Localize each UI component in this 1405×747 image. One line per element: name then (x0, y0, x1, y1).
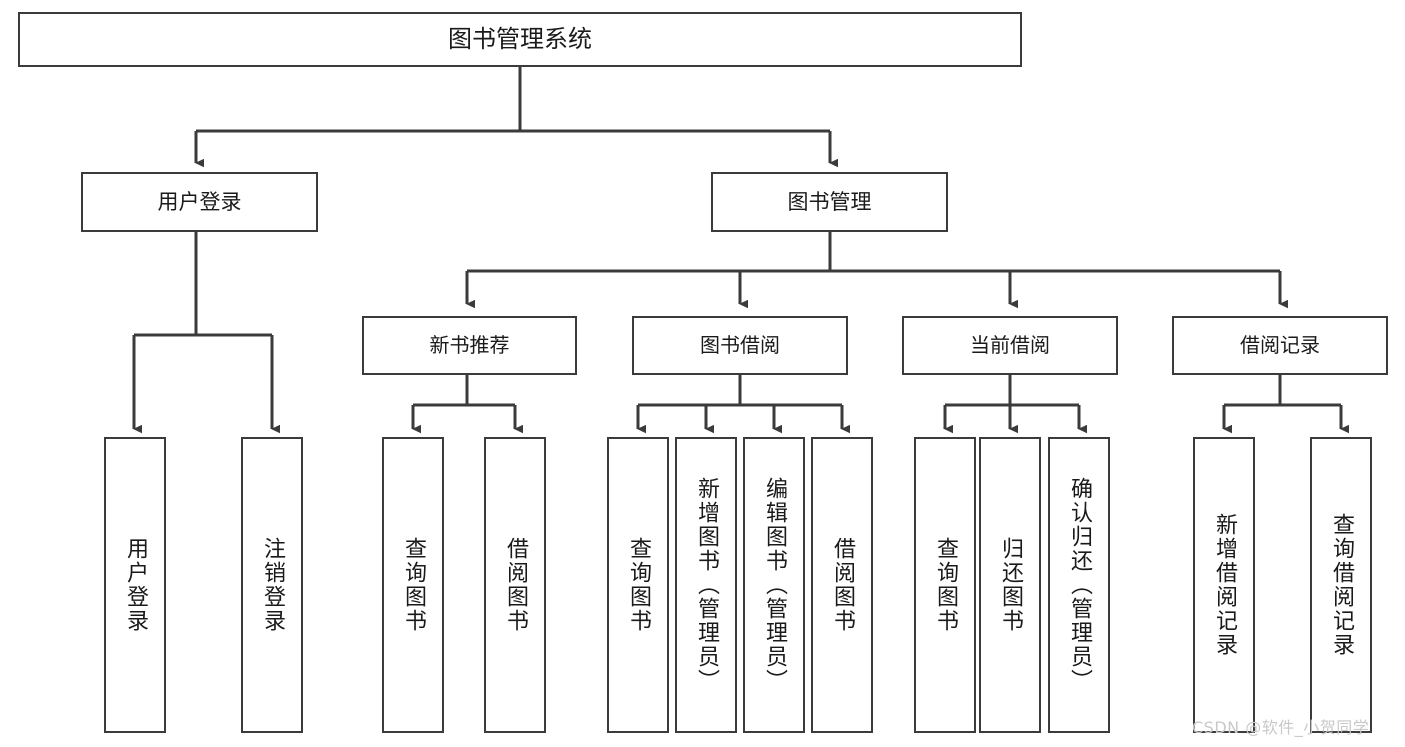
leaf-query-borrow-record[interactable]: 查询借阅记录 (1310, 437, 1372, 733)
leaf-query-book-current[interactable]: 查询图书 (914, 437, 976, 733)
node-label: 借阅图书 (503, 537, 528, 633)
node-label: 新增借阅记录 (1212, 513, 1237, 657)
node-label: 用户登录 (123, 537, 148, 633)
leaf-query-book-borrow[interactable]: 查询图书 (607, 437, 669, 733)
leaf-borrow-book-new-rec[interactable]: 借阅图书 (484, 437, 546, 733)
node-label: 查询借阅记录 (1329, 513, 1354, 657)
node-label: 注销登录 (260, 537, 285, 633)
node-label: 图书借阅 (700, 332, 780, 357)
node-label: 借阅图书 (830, 537, 855, 633)
node-label: 新增图书（管理员） (694, 477, 719, 693)
node-label: 图书管理 (787, 189, 872, 214)
node-root-book-management-system[interactable]: 图书管理系统 (18, 12, 1022, 67)
leaf-add-borrow-record[interactable]: 新增借阅记录 (1193, 437, 1255, 733)
leaf-logout[interactable]: 注销登录 (241, 437, 303, 733)
leaf-borrow-book[interactable]: 借阅图书 (811, 437, 873, 733)
node-label: 查询图书 (626, 537, 651, 633)
node-book-borrow[interactable]: 图书借阅 (632, 316, 848, 375)
node-book-manage[interactable]: 图书管理 (711, 172, 948, 232)
leaf-return-book[interactable]: 归还图书 (979, 437, 1041, 733)
node-label: 图书管理系统 (448, 25, 592, 54)
node-new-book-recommend[interactable]: 新书推荐 (362, 316, 577, 375)
node-label: 确认归还（管理员） (1067, 477, 1092, 693)
node-label: 归还图书 (998, 537, 1023, 633)
node-label: 借阅记录 (1240, 332, 1320, 357)
leaf-query-book-new-rec[interactable]: 查询图书 (382, 437, 444, 733)
node-borrow-record[interactable]: 借阅记录 (1172, 316, 1388, 375)
node-label: 新书推荐 (429, 332, 510, 357)
node-label: 当前借阅 (970, 332, 1050, 357)
node-label: 查询图书 (401, 537, 426, 633)
leaf-user-login[interactable]: 用户登录 (104, 437, 166, 733)
leaf-confirm-return-admin[interactable]: 确认归还（管理员） (1048, 437, 1110, 733)
node-user-login[interactable]: 用户登录 (81, 172, 318, 232)
leaf-add-book-admin[interactable]: 新增图书（管理员） (675, 437, 737, 733)
node-label: 查询图书 (933, 537, 958, 633)
node-label: 编辑图书（管理员） (762, 477, 787, 693)
node-current-borrow[interactable]: 当前借阅 (902, 316, 1118, 375)
leaf-edit-book-admin[interactable]: 编辑图书（管理员） (743, 437, 805, 733)
node-label: 用户登录 (157, 189, 242, 214)
